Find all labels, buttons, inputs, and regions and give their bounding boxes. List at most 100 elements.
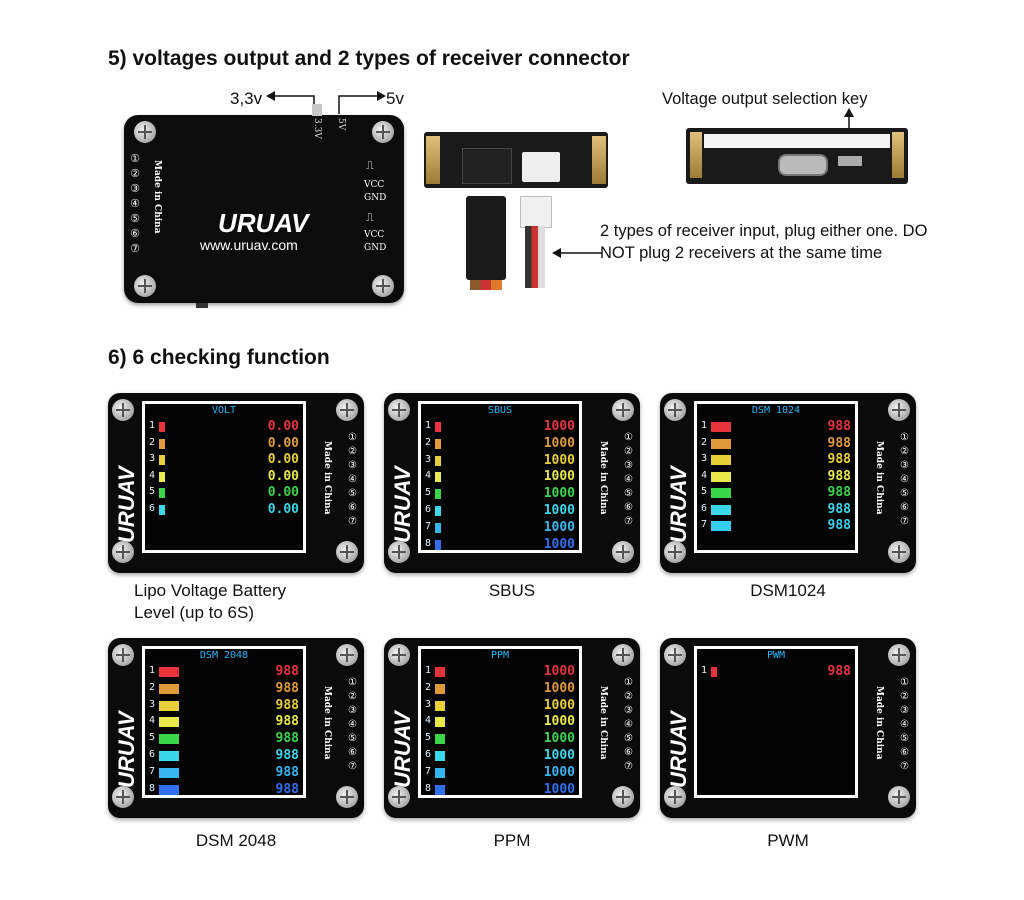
screw-icon <box>612 786 634 808</box>
circle-number: ⑥ <box>348 747 357 758</box>
channel-value: 1000 <box>543 435 575 451</box>
channel-bar <box>435 767 445 778</box>
circle-number: ③ <box>624 705 633 716</box>
screw-icon <box>664 786 686 808</box>
channel-value: 988 <box>275 764 299 780</box>
circle-number: ⑥ <box>624 747 633 758</box>
channel-value: 988 <box>827 501 851 517</box>
module-caption: PPM <box>493 831 531 850</box>
channel-value: 1000 <box>543 486 575 502</box>
circle-number: ③ <box>348 705 357 716</box>
channel-number: 3 <box>425 453 432 465</box>
channel-bar <box>711 455 731 465</box>
screw-icon <box>388 399 410 421</box>
channel-bar <box>159 717 179 728</box>
circle-number: ① <box>130 153 140 165</box>
screw-icon <box>888 786 910 808</box>
screw-icon <box>664 644 686 666</box>
channel-value: 988 <box>827 419 851 434</box>
channel-bar <box>711 422 731 432</box>
circle-number: ⑦ <box>624 761 633 772</box>
channel-value: 1000 <box>543 714 575 730</box>
channel-bar <box>435 717 445 728</box>
channel-number: 3 <box>149 698 156 710</box>
channel-value: 0.00 <box>267 468 299 484</box>
circle-number: ③ <box>130 183 140 195</box>
arrow-3-3v-icon <box>266 91 315 114</box>
channel-number: 1 <box>149 665 156 676</box>
channel-value: 988 <box>275 731 299 747</box>
circle-number: ⑤ <box>900 488 909 499</box>
device-bottom-tab <box>196 303 208 308</box>
circle-number: ⑥ <box>624 502 633 513</box>
channel-value: 1000 <box>543 469 575 485</box>
screw-icon <box>112 541 134 563</box>
channel-bar <box>159 767 179 778</box>
channel-bar <box>159 784 179 795</box>
channel-bar <box>159 438 165 449</box>
channel-number: 7 <box>701 519 708 530</box>
circle-number: ② <box>624 691 633 702</box>
screw-icon <box>336 644 358 666</box>
device-switch-tab <box>312 104 322 116</box>
screw-icon <box>888 399 910 421</box>
channel-number: 2 <box>425 681 432 693</box>
channel-bar <box>435 700 445 711</box>
circle-number: ① <box>900 432 909 443</box>
channel-number: 6 <box>425 504 432 515</box>
screw-icon <box>612 541 634 563</box>
section6-heading: 6) 6 checking function <box>108 346 330 369</box>
channel-number: 3 <box>701 453 708 464</box>
channel-value: 988 <box>275 680 299 696</box>
channel-row: 5 1000 <box>425 486 575 502</box>
channel-number: 8 <box>425 782 432 794</box>
circle-number: ④ <box>900 719 909 730</box>
section5-heading: 5) voltages output and 2 types of receiv… <box>108 47 630 70</box>
channel-value: 1000 <box>543 748 575 763</box>
channel-number: 3 <box>425 698 432 710</box>
channel-bar <box>435 489 441 500</box>
channel-number: 1 <box>425 665 432 676</box>
channel-number: 6 <box>425 749 432 760</box>
circle-number: ④ <box>900 474 909 485</box>
screw-icon <box>388 541 410 563</box>
channel-number: 5 <box>425 487 432 499</box>
module-made-in-china: Made in China <box>874 441 884 515</box>
screw-icon <box>372 121 394 143</box>
pin-vcc-label: VCC <box>364 180 385 190</box>
arrow-5v-icon <box>338 91 386 114</box>
module-made-in-china: Made in China <box>322 686 332 760</box>
circle-number: ④ <box>348 719 357 730</box>
channel-bar <box>159 488 165 498</box>
screw-icon <box>388 644 410 666</box>
module-caption: DSM1024 <box>750 581 826 600</box>
channel-number: 2 <box>701 436 708 448</box>
selection-key-label: Voltage output selection key <box>662 90 868 108</box>
channel-value: 0.00 <box>267 419 299 434</box>
channel-bar <box>435 472 441 483</box>
channel-bar <box>711 521 731 531</box>
device-logo: URUAV <box>218 208 309 238</box>
channel-bar <box>711 504 731 515</box>
circle-number: ⑤ <box>624 488 633 499</box>
channel-number: 5 <box>149 486 156 497</box>
module-caption: DSM 2048 <box>195 831 277 850</box>
circle-number: ② <box>900 446 909 457</box>
circle-number: ③ <box>900 705 909 716</box>
switch-label-5v: 5V <box>336 118 346 131</box>
